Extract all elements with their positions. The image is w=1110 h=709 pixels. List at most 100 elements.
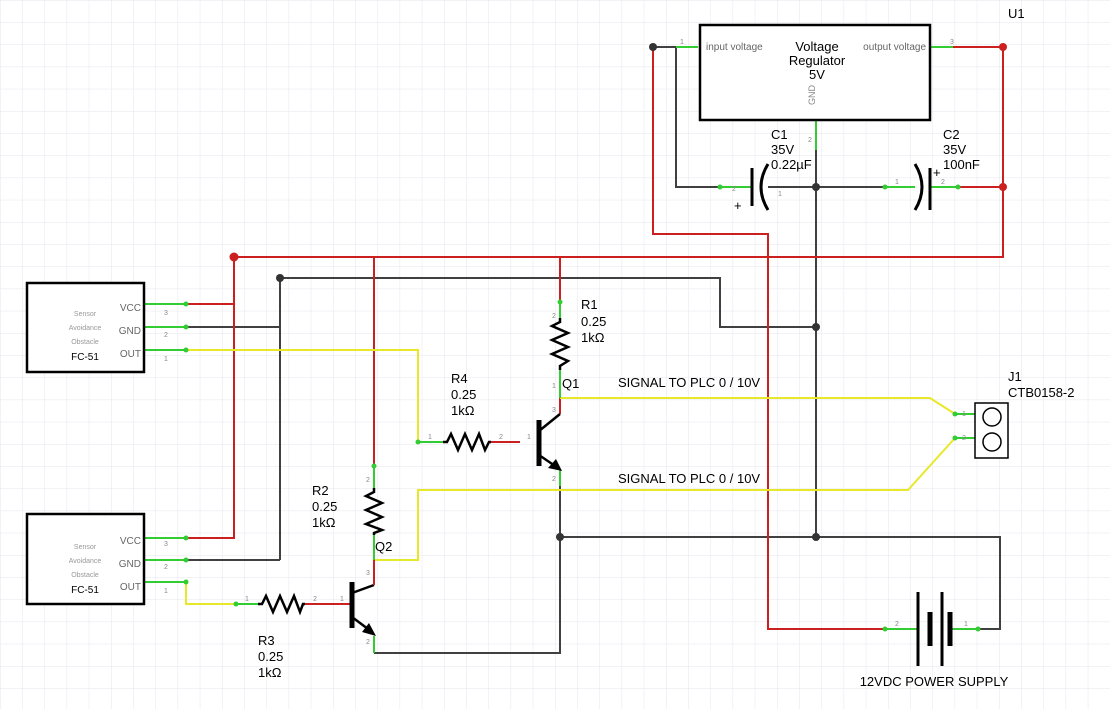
sensor1-out-label: OUT: [120, 349, 141, 360]
svg-text:3: 3: [552, 407, 556, 414]
transistor-q1: Q1 3 2: [536, 376, 579, 483]
wire-sensor2-out: [185, 582, 236, 605]
r3-ref: R3: [258, 633, 275, 648]
pin-endpoints: [183, 184, 981, 632]
r2-ref: R2: [312, 483, 329, 498]
sensor1-line3: Obstacle: [71, 339, 99, 346]
pin-legs: [144, 46, 978, 653]
sensor1-gnd-label: GND: [119, 326, 141, 337]
terminal-block-j1: J1 CTB0158-2 1 2: [962, 369, 1074, 459]
u1-name-line1: Voltage: [795, 39, 838, 54]
sensor2-gnd-label: GND: [119, 559, 141, 570]
j1-part: CTB0158-2: [1008, 385, 1074, 400]
r4-value: 1kΩ: [451, 403, 475, 418]
svg-text:1: 1: [962, 411, 966, 418]
u1-ref: U1: [1008, 6, 1025, 21]
resistor-r1: R1 0.25 1kΩ 2 1: [548, 297, 606, 390]
svg-text:1: 1: [340, 596, 344, 603]
svg-text:2: 2: [552, 313, 556, 320]
svg-text:2: 2: [552, 476, 556, 483]
svg-text:2: 2: [499, 434, 503, 441]
svg-text:2: 2: [366, 639, 370, 646]
svg-text:1: 1: [552, 383, 556, 390]
capacitor-c2: C2 35V 100nF + 1 2: [895, 127, 980, 211]
transistor-q2: Q2 3 2: [349, 539, 392, 646]
r2-value: 1kΩ: [312, 515, 336, 530]
q2-ref: Q2: [375, 539, 392, 554]
regulator-body: [698, 23, 932, 122]
wire-signal-top: [560, 397, 956, 415]
sensor2-body: [25, 512, 146, 606]
svg-text:1: 1: [964, 621, 968, 628]
u1-name-line2: Regulator: [789, 53, 846, 68]
j1-ref: J1: [1008, 369, 1022, 384]
sensor2-line2: Avoidance: [69, 558, 102, 565]
vcc-wires: [186, 46, 1004, 630]
wire-12v-input: [652, 47, 885, 630]
signal-label-top: SIGNAL TO PLC 0 / 10V: [618, 375, 760, 390]
svg-text:1: 1: [164, 588, 168, 595]
c1-pin1: 1: [778, 191, 782, 198]
j1-terminal-2: [982, 432, 1002, 452]
sensor-module-1: Sensor Avoidance Obstacle FC-51 VCC GND …: [25, 281, 168, 374]
svg-text:3: 3: [164, 310, 168, 317]
sensor2-model: FC-51: [71, 585, 99, 596]
u1-pin-input-label: input voltage: [706, 42, 763, 53]
sensor-module-2: Sensor Avoidance Obstacle FC-51 VCC GND …: [25, 512, 168, 606]
r2-power: 0.25: [312, 499, 337, 514]
sensor1-model: FC-51: [71, 352, 99, 363]
sensor2-line1: Sensor: [74, 544, 97, 551]
j1-terminal-1: [982, 407, 1002, 427]
wire-signal-bottom: [374, 437, 956, 561]
u1-name-line3: 5V: [809, 67, 825, 82]
c1-voltage: 35V: [771, 142, 794, 157]
svg-text:2: 2: [313, 596, 317, 603]
c1-ref: C1: [771, 127, 788, 142]
c2-voltage: 35V: [943, 142, 966, 157]
svg-text:2: 2: [962, 435, 966, 442]
svg-text:3: 3: [366, 570, 370, 577]
sensor2-vcc-label: VCC: [120, 536, 141, 547]
svg-text:1: 1: [164, 356, 168, 363]
r4-power: 0.25: [451, 387, 476, 402]
resistor-r4: R4 0.25 1kΩ 1 2 1: [428, 371, 531, 454]
svg-text:3: 3: [164, 541, 168, 548]
sensor1-vcc-label: VCC: [120, 303, 141, 314]
c2-pin1: 1: [895, 179, 899, 186]
r3-value: 1kΩ: [258, 665, 282, 680]
voltage-regulator-u1: U1 Voltage Regulator 5V input voltage ou…: [680, 6, 1025, 144]
c2-plus: +: [933, 165, 941, 180]
c1-value: 0.22µF: [771, 157, 812, 172]
r1-ref: R1: [581, 297, 598, 312]
u1-pin-output-label: output voltage: [863, 42, 926, 53]
battery-12v: 2 1 12VDC POWER SUPPLY: [860, 592, 1009, 689]
wire-gnd-bottom-bus: [559, 486, 1001, 630]
u1-pin-num-in: 1: [680, 39, 684, 46]
u1-pin-num-gnd: 2: [808, 137, 812, 144]
r3-power: 0.25: [258, 649, 283, 664]
sensor2-line3: Obstacle: [71, 572, 99, 579]
signal-label-bottom: SIGNAL TO PLC 0 / 10V: [618, 471, 760, 486]
q1-ref: Q1: [562, 376, 579, 391]
c2-pin2: 2: [941, 179, 945, 186]
wire-5v-bus: [234, 46, 1004, 258]
r1-value: 1kΩ: [581, 330, 605, 345]
c1-plus: +: [734, 198, 742, 213]
r1-power: 0.25: [581, 314, 606, 329]
sensor2-out-label: OUT: [120, 582, 141, 593]
u1-pin-num-out: 3: [950, 39, 954, 46]
c2-value: 100nF: [943, 157, 980, 172]
power-supply-label: 12VDC POWER SUPPLY: [860, 674, 1009, 689]
svg-text:1: 1: [428, 434, 432, 441]
c2-ref: C2: [943, 127, 960, 142]
sensor1-line1: Sensor: [74, 311, 97, 318]
svg-text:2: 2: [366, 477, 370, 484]
u1-pin-gnd-label: GND: [807, 85, 817, 106]
resistor-r2: R2 0.25 1kΩ 2: [312, 477, 386, 535]
sensor1-body: [25, 281, 146, 374]
resistor-r3: R3 0.25 1kΩ 1 2 1: [245, 592, 344, 680]
svg-text:1: 1: [245, 596, 249, 603]
svg-text:1: 1: [527, 434, 531, 441]
